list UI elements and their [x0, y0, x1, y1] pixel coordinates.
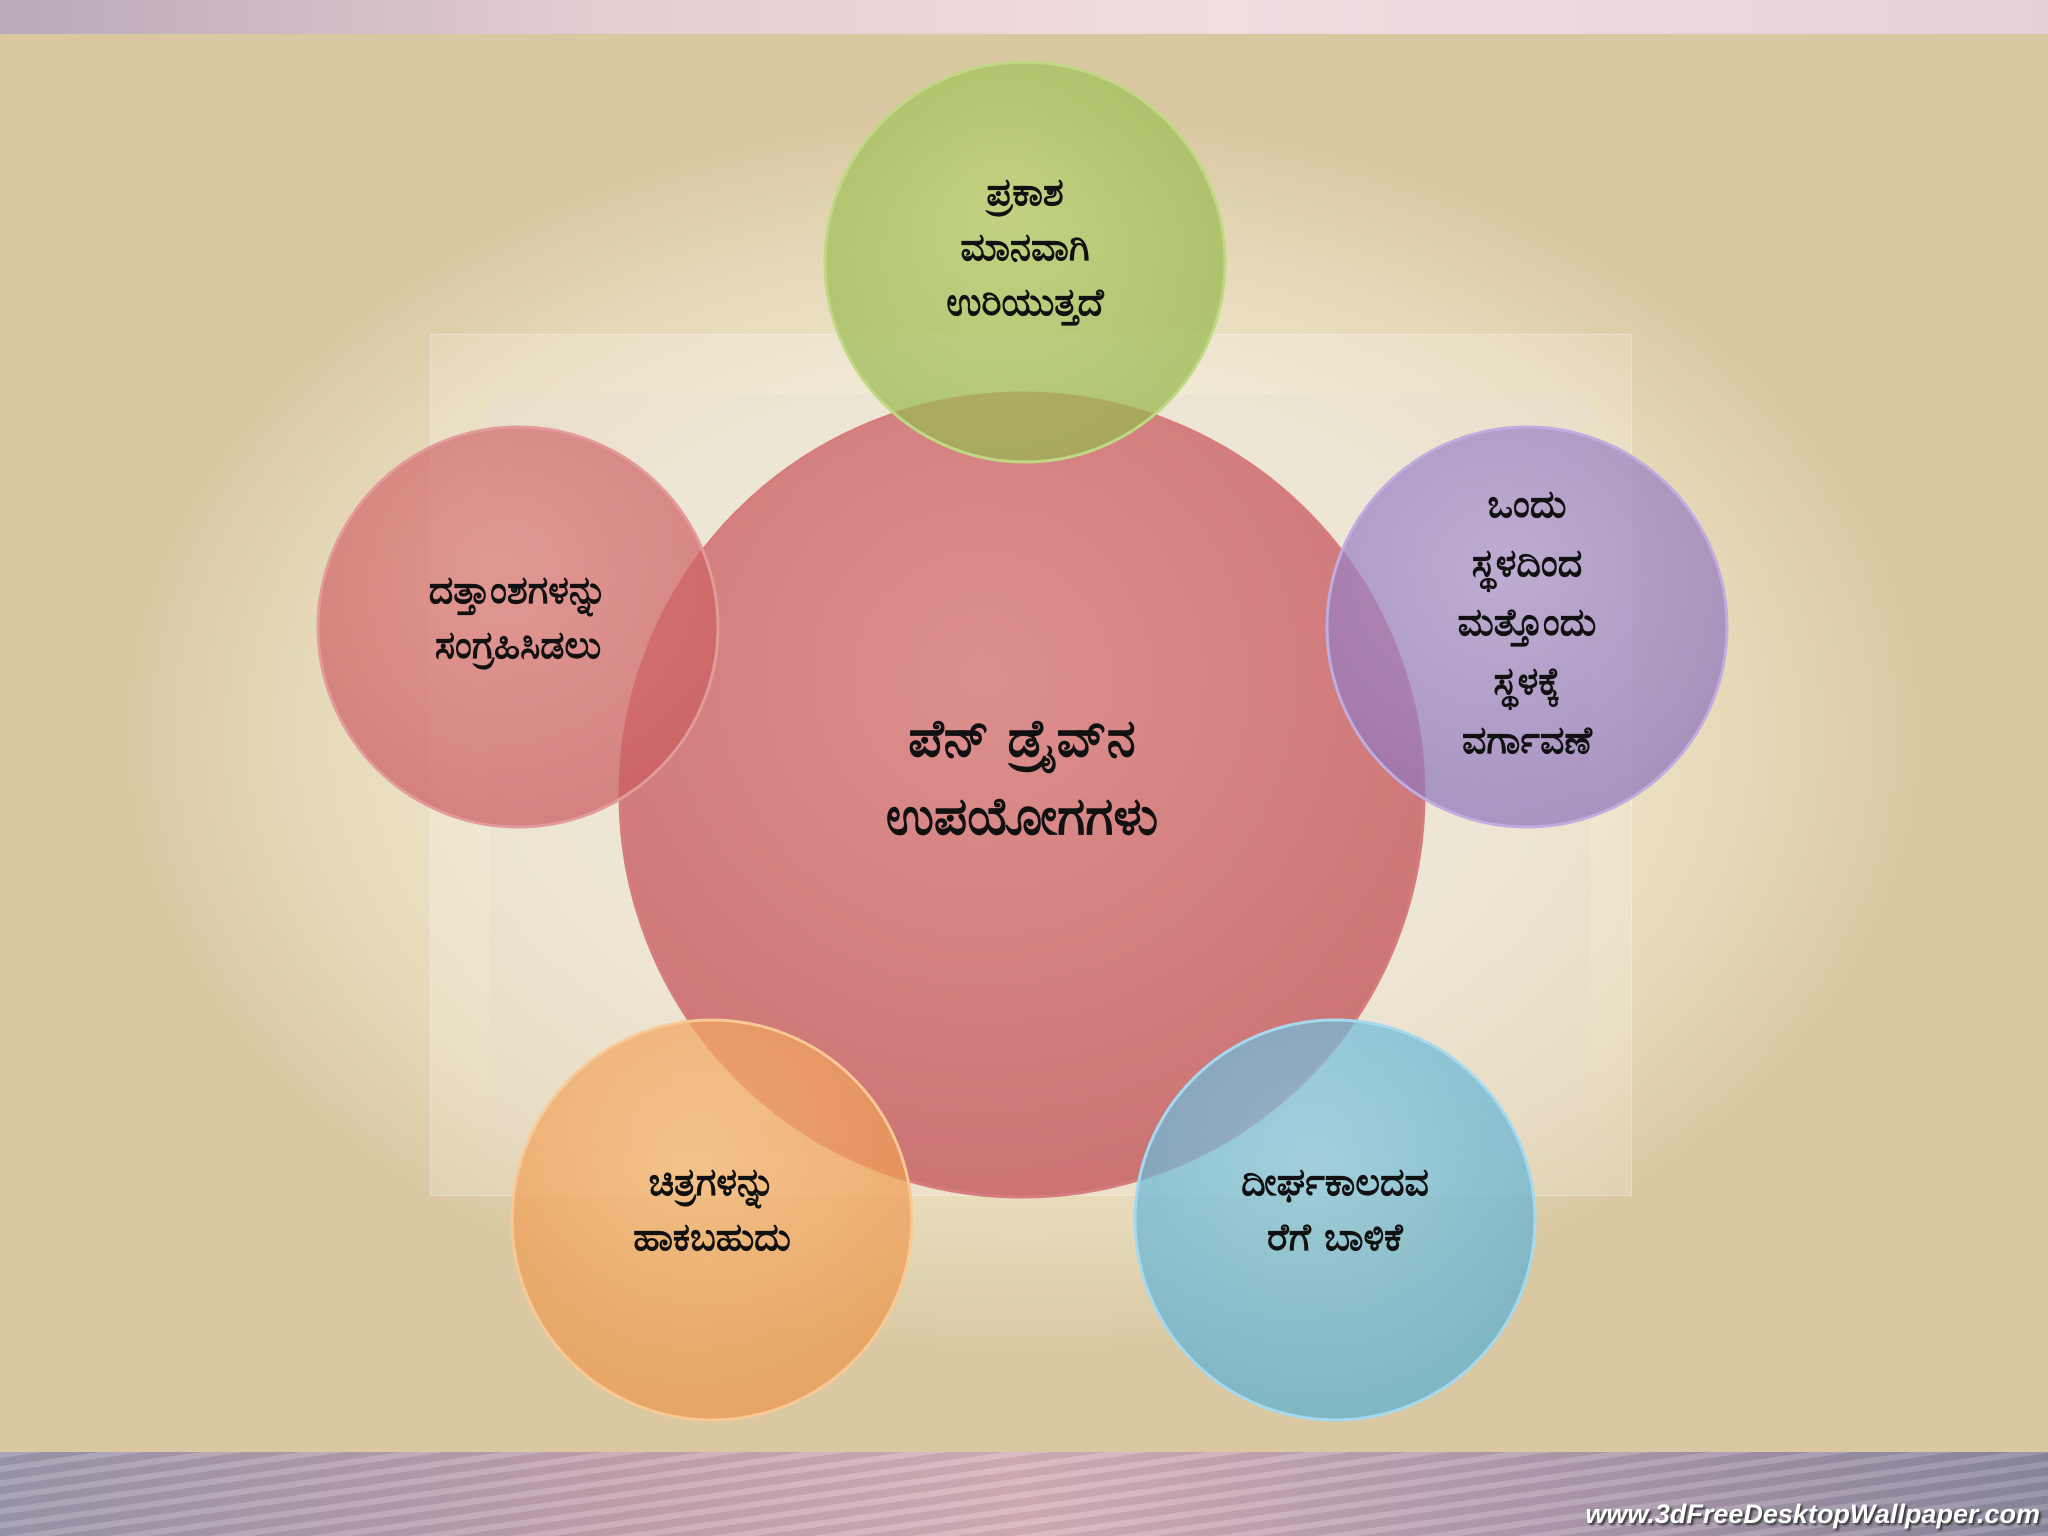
node-circle-bottom-right	[1133, 1018, 1537, 1422]
top-decorative-strip	[0, 0, 2048, 34]
node-circle-bottom-left	[510, 1018, 914, 1422]
node-label-top: ಪ್ರಕಾಶ ಮಾನವಾಗಿ ಉರಿಯುತ್ತದೆ	[946, 170, 1104, 325]
node-label-bottom-right: ದೀರ್ಘಕಾಲದವ ರೆಗೆ ಬಾಳಿಕೆ	[1241, 1160, 1429, 1260]
node-label-left: ದತ್ತಾಂಶಗಳನ್ನು ಸಂಗ್ರಹಿಸಿಡಲು	[428, 568, 608, 668]
bottom-decorative-strip	[0, 1452, 2048, 1536]
node-circle-left	[316, 425, 720, 829]
node-circle-top	[823, 60, 1227, 464]
center-label: ಪೆನ್ ಡ್ರೈವ್‌ನ ಉಪಯೋಗಗಳು	[885, 709, 1159, 847]
node-circle-right	[1325, 425, 1729, 829]
node-label-right: ಒಂದು ಸ್ಥಳದಿಂದ ಮತ್ತೊಂದು ಸ್ಥಳಕ್ಕೆ ವರ್ಗಾವಣೆ	[1457, 482, 1597, 762]
node-label-bottom-left: ಚಿತ್ರಗಳನ್ನು ಹಾಕಬಹುದು	[633, 1160, 791, 1260]
watermark-text: www.3dFreeDesktopWallpaper.com	[1585, 1499, 2040, 1529]
